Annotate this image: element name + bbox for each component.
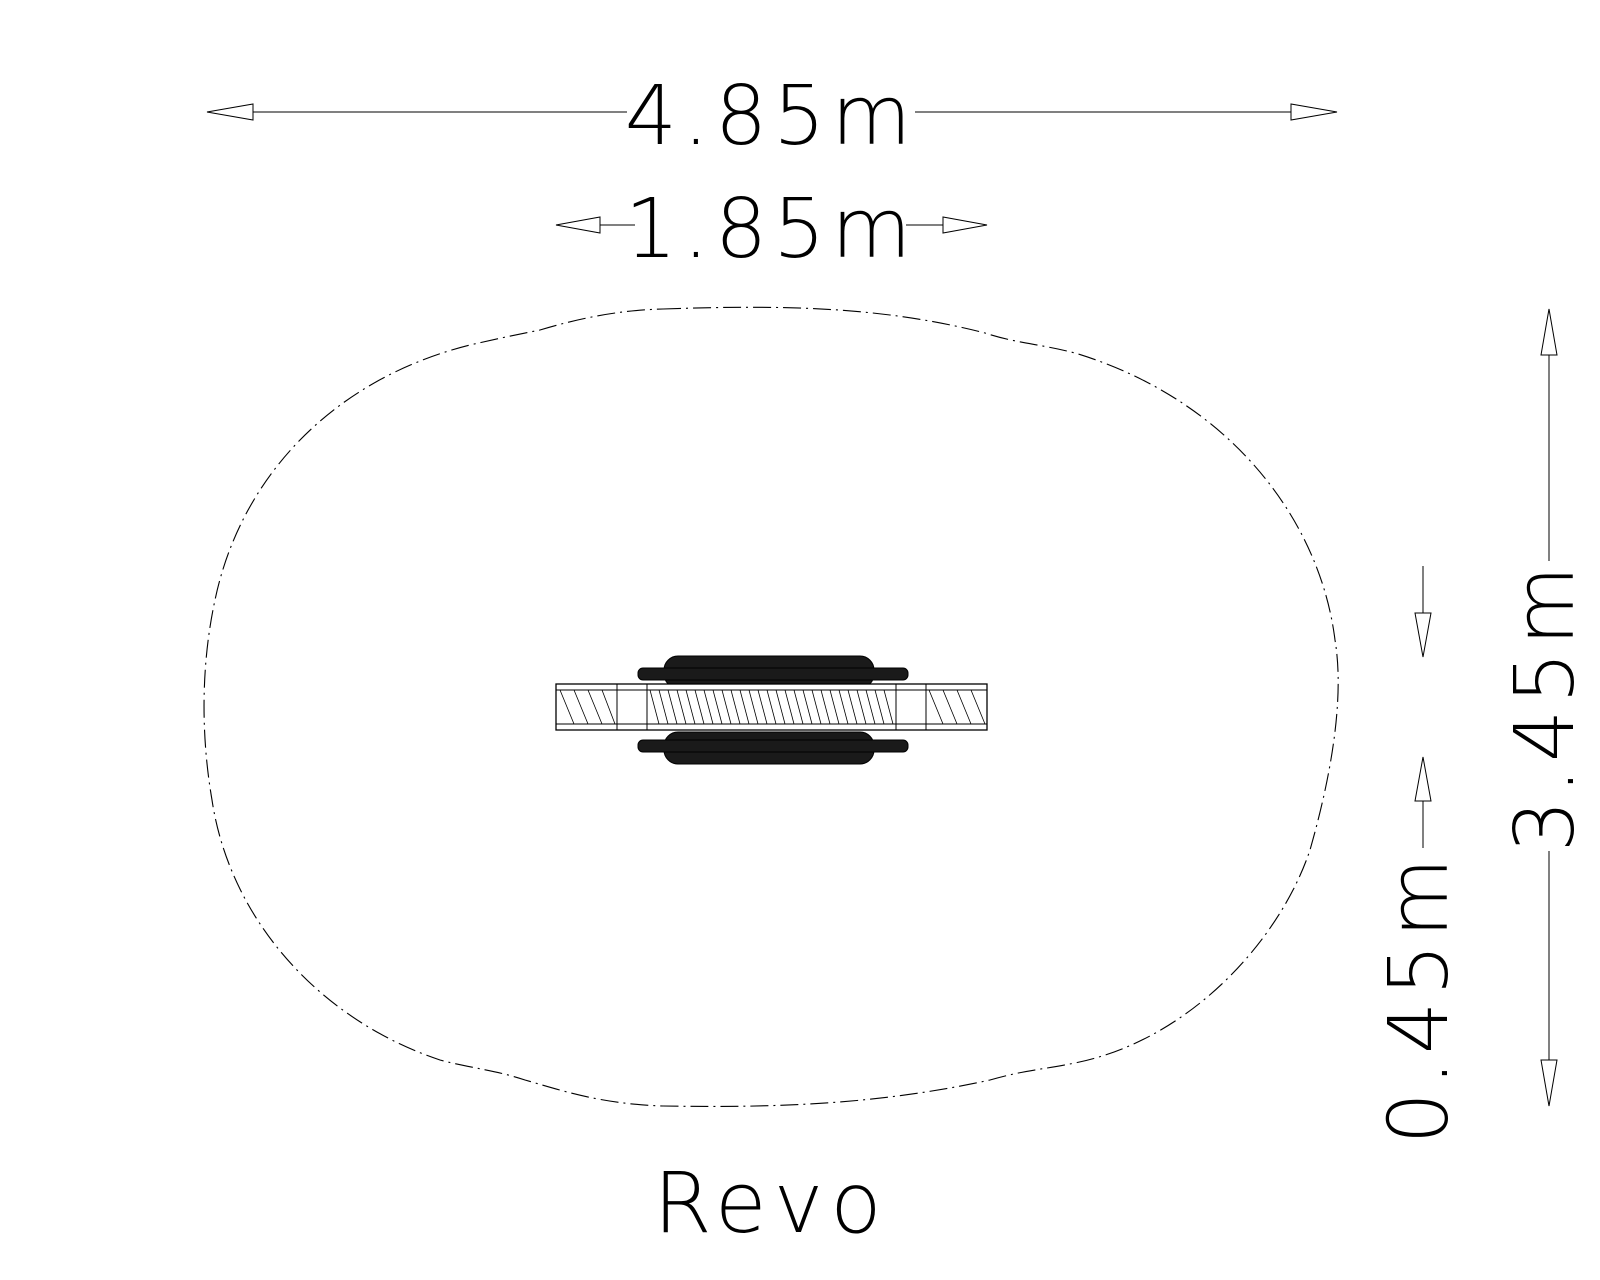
overall-depth-dimension: 3.45m [1498,308,1593,1107]
equipment-depth-label: 0.45m [1372,852,1467,1144]
arrow-right-icon [1290,103,1338,121]
equipment-width-dimension: 1.85m [555,182,988,277]
safety-zone-outline [203,306,1339,1107]
equipment-depth-dimension: 0.45m [1372,566,1467,1144]
arrow-up-icon [1540,308,1558,356]
overall-depth-label: 3.45m [1498,560,1593,852]
arrow-left-icon [555,216,601,234]
product-name: Revo [653,1154,888,1252]
arrow-up-icon [1414,756,1432,802]
beam-hatching [559,689,986,725]
equipment-width-label: 1.85m [625,182,917,277]
arrow-right-icon [942,216,988,234]
overall-width-label: 4.85m [625,69,917,164]
arrow-down-icon [1414,612,1432,658]
equipment-plan [555,655,988,765]
arrow-down-icon [1540,1059,1558,1107]
arrow-left-icon [206,103,254,121]
overall-width-dimension: 4.85m [206,69,1338,164]
